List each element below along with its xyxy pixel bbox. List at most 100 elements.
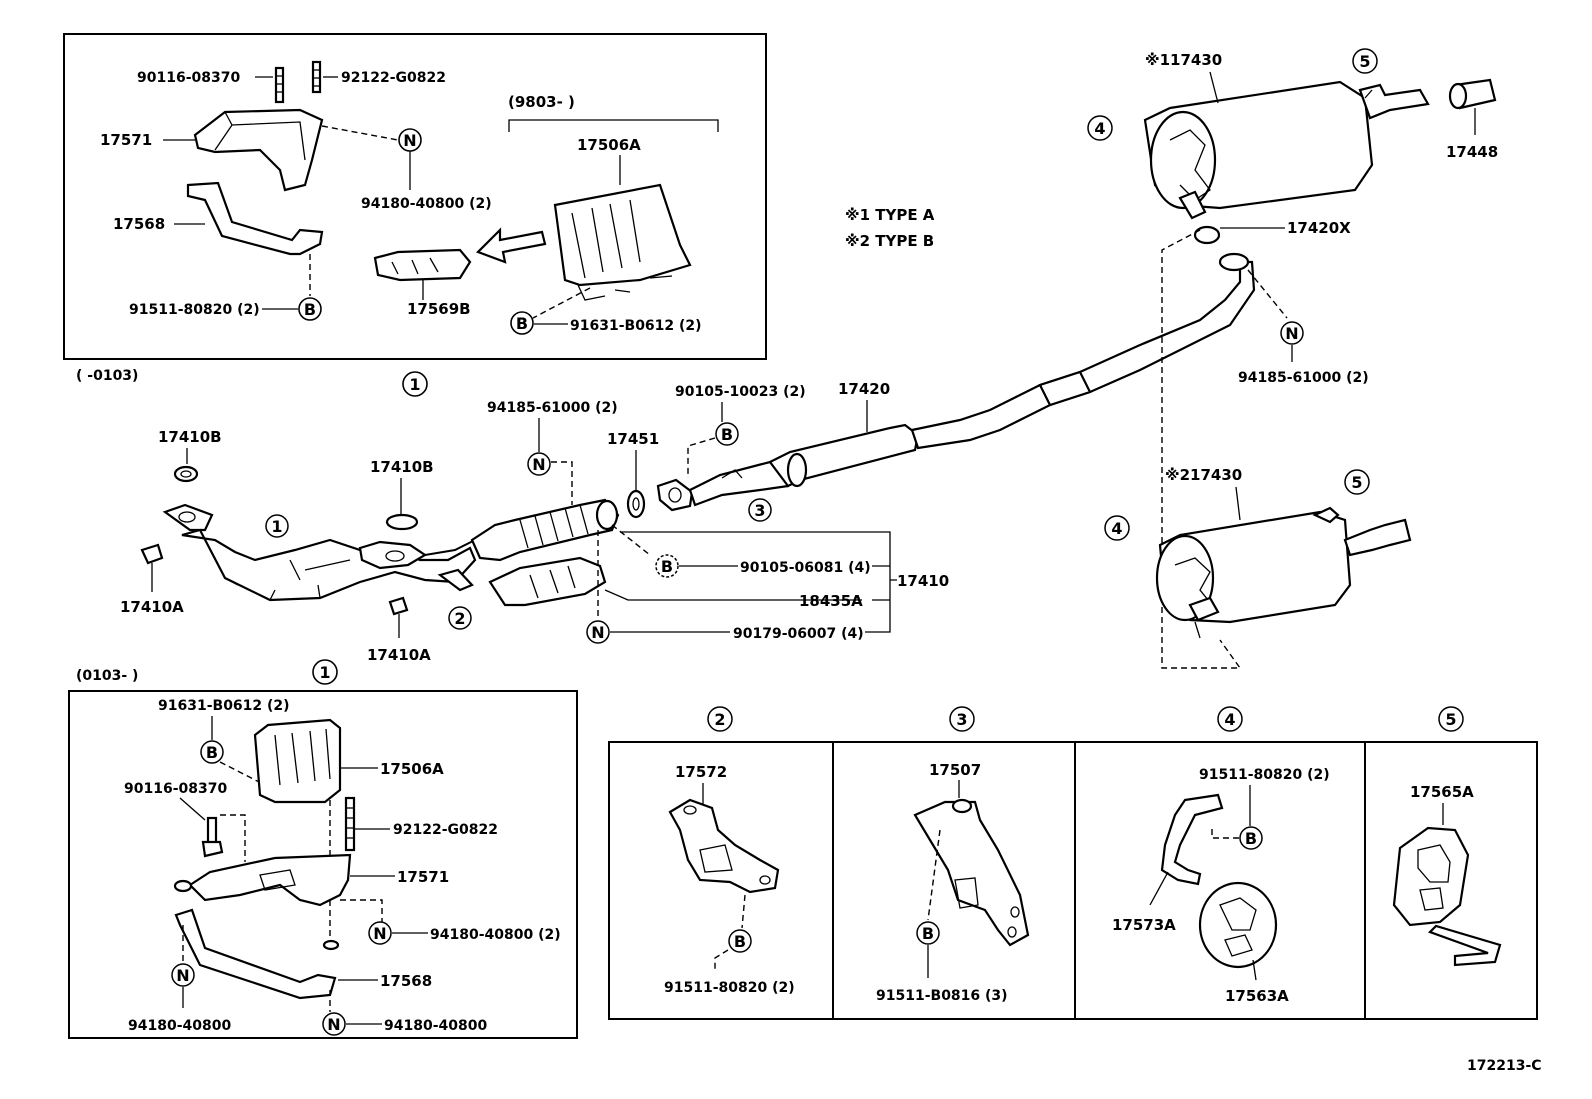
inset-bottom-left: 91631-B0612 (2) B 17506A 90116-08370 921… bbox=[68, 690, 578, 1039]
svg-text:N: N bbox=[532, 455, 545, 474]
label-tail-tip: 17448 bbox=[1446, 143, 1498, 161]
marker-5-b: 5 bbox=[1344, 469, 1370, 495]
svg-text:B: B bbox=[734, 932, 746, 951]
front-pipe-icon bbox=[162, 503, 477, 602]
gasket-icon bbox=[173, 465, 199, 483]
label-gasket-upper-a: 17410B bbox=[158, 428, 222, 446]
marker-2-pipe: 2 bbox=[448, 606, 472, 630]
converter-insulator-icon bbox=[488, 556, 607, 607]
label-stud-bottom: 92122-G0822 bbox=[393, 822, 498, 838]
marker-4-detail: 4 bbox=[1217, 706, 1243, 732]
detail-panels: 2 3 4 5 17572 B 91511-80820 (2) bbox=[608, 706, 1538, 1020]
label-gasket-rear: 17420X bbox=[1287, 219, 1351, 237]
catalytic-converter-icon bbox=[470, 498, 620, 562]
note-type-b: ※2 TYPE B bbox=[845, 232, 934, 250]
bolt-b-d4-icon: B bbox=[1239, 826, 1263, 850]
label-bracket-lower: 17568 bbox=[113, 215, 165, 233]
gasket-ring-icon bbox=[385, 513, 419, 531]
inset-top-frame bbox=[63, 33, 767, 360]
rubber-cushion-icon bbox=[1198, 881, 1278, 969]
label-assy: 17410 bbox=[897, 572, 949, 590]
label-d4-bolt: 91511-80820 (2) bbox=[1199, 767, 1330, 783]
bolt-b-bottom-icon: B bbox=[200, 740, 224, 764]
label-center-pipe: 17420 bbox=[838, 380, 890, 398]
label-stud: 92122-G0822 bbox=[341, 70, 446, 86]
bracket-lower-bottom-icon bbox=[174, 908, 340, 1000]
svg-text:5: 5 bbox=[1359, 52, 1370, 71]
hanger-clip-icon bbox=[1427, 924, 1502, 967]
small-insulator-icon bbox=[373, 248, 472, 282]
label-gasket-center: 17451 bbox=[607, 430, 659, 448]
bolt-bottom-icon bbox=[201, 816, 224, 858]
marker-3-pipe: 3 bbox=[748, 498, 772, 522]
svg-text:1: 1 bbox=[409, 375, 420, 394]
label-bolt-b-bottom: 91631-B0612 (2) bbox=[158, 698, 290, 714]
label-bolt: 90116-08370 bbox=[137, 70, 240, 86]
label-nut-rear: 94185-61000 (2) bbox=[1238, 370, 1369, 386]
arrow-icon bbox=[476, 227, 547, 264]
svg-text:N: N bbox=[373, 924, 386, 943]
tail-tip-icon bbox=[1448, 78, 1497, 110]
inset-top-left: 90116-08370 92122-G0822 17571 N 94180-40… bbox=[63, 33, 767, 360]
label-heat-insulator: 18435A bbox=[799, 592, 863, 610]
rubber-hanger-icon bbox=[1392, 826, 1470, 927]
bolt-b-converter-icon: B bbox=[655, 554, 679, 578]
muffler-b-icon bbox=[1155, 506, 1412, 639]
heat-insulator-bottom-icon bbox=[253, 718, 342, 804]
hanger-bracket-icon bbox=[913, 798, 1030, 947]
gasket-b-icon bbox=[388, 596, 409, 616]
diagram-id: 172213-C bbox=[1467, 1058, 1542, 1074]
svg-text:B: B bbox=[721, 425, 733, 444]
label-nut-a-bottom: 94180-40800 (2) bbox=[430, 927, 561, 943]
nut-n-bottom-c-icon: N bbox=[322, 1012, 346, 1036]
label-bolt-b: 91511-80820 (2) bbox=[129, 302, 260, 318]
svg-text:2: 2 bbox=[714, 710, 725, 729]
label-d2-part: 17572 bbox=[675, 763, 727, 781]
gasket-rear-icon bbox=[1193, 225, 1221, 245]
label-insulator: 17506A bbox=[577, 136, 641, 154]
label-d3-bolt: 91511-B0816 (3) bbox=[876, 988, 1008, 1004]
gasket-a-icon bbox=[140, 543, 164, 565]
heat-insulator-icon bbox=[553, 183, 692, 301]
label-small-insulator: 17569B bbox=[407, 300, 471, 318]
label-gasket-lower-a: 17410A bbox=[120, 598, 184, 616]
svg-text:4: 4 bbox=[1224, 710, 1235, 729]
stud-icon bbox=[311, 60, 322, 94]
svg-text:4: 4 bbox=[1094, 119, 1105, 138]
label-gasket-upper-b: 17410B bbox=[370, 458, 434, 476]
svg-text:N: N bbox=[176, 966, 189, 985]
bracket-upper-bottom-icon bbox=[173, 853, 352, 907]
label-nut-front: 94185-61000 (2) bbox=[487, 400, 618, 416]
svg-text:N: N bbox=[403, 131, 416, 150]
label-bracket-lower-bottom: 17568 bbox=[380, 972, 432, 990]
marker-1-bottom: 1 bbox=[312, 659, 338, 685]
marker-4-a: 4 bbox=[1087, 115, 1113, 141]
detail-frame bbox=[608, 741, 1538, 1020]
svg-text:B: B bbox=[206, 743, 218, 762]
label-d2-bolt: 91511-80820 (2) bbox=[664, 980, 795, 996]
label-nut-converter: 90179-06007 (4) bbox=[733, 626, 864, 642]
marker-2-detail: 2 bbox=[707, 706, 733, 732]
gasket-center-icon bbox=[626, 489, 646, 519]
svg-text:1: 1 bbox=[319, 663, 330, 682]
svg-text:3: 3 bbox=[956, 710, 967, 729]
main-exhaust: 17410B 17410B 1 2 17410A bbox=[120, 48, 1498, 669]
label-bracket-upper-bottom: 17571 bbox=[397, 868, 449, 886]
label-d4-hanger: 17573A bbox=[1112, 916, 1176, 934]
svg-text:B: B bbox=[661, 557, 673, 576]
label-muffler-a: ※117430 bbox=[1145, 51, 1222, 69]
note-type-a: ※1 TYPE A bbox=[845, 206, 935, 224]
nut-n-rear-icon: N bbox=[1280, 321, 1304, 345]
label-bolt-converter: 90105-06081 (4) bbox=[740, 560, 871, 576]
svg-text:2: 2 bbox=[454, 609, 465, 628]
svg-text:N: N bbox=[327, 1015, 340, 1034]
label-bolt-center: 90105-10023 (2) bbox=[675, 384, 806, 400]
label-nut-c-bottom: 94180-40800 bbox=[384, 1018, 487, 1034]
bolt-b-d3-icon: B bbox=[916, 921, 940, 945]
label-bolt-bottom: 90116-08370 bbox=[124, 781, 227, 797]
label-bolt-b2: 91631-B0612 (2) bbox=[570, 318, 702, 334]
marker-5-a: 5 bbox=[1352, 48, 1378, 74]
nut-n-bottom-a-icon: N bbox=[368, 921, 392, 945]
svg-text:B: B bbox=[1245, 829, 1257, 848]
bracket-lower-icon bbox=[186, 181, 324, 256]
